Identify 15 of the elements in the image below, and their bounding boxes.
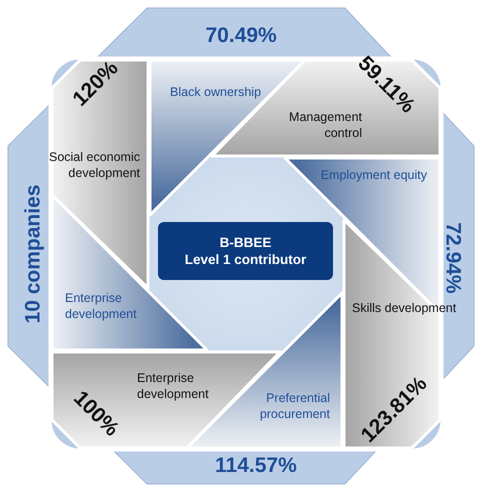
segment-label: Enterprise development [65,290,138,322]
center-title: B-BBEE [220,234,272,251]
percentage-label: 72.94% [440,222,464,294]
center-title: Level 1 contributor [184,251,306,268]
segment-label: Skills development [352,300,458,316]
segment-label: Enterprise development [137,370,210,402]
percentage-label: 70.49% [206,24,277,48]
segment-label: Preferential procurement [258,390,330,422]
percentage-label: 10 companies [20,184,45,324]
segment-label: Employment equity [320,167,427,183]
percentage-label: 114.57% [215,454,297,478]
center-box [158,222,333,280]
segment-label: Black ownership [170,84,262,100]
segment-label: Social economic development [48,149,140,181]
segment-label: Management control [288,110,362,141]
